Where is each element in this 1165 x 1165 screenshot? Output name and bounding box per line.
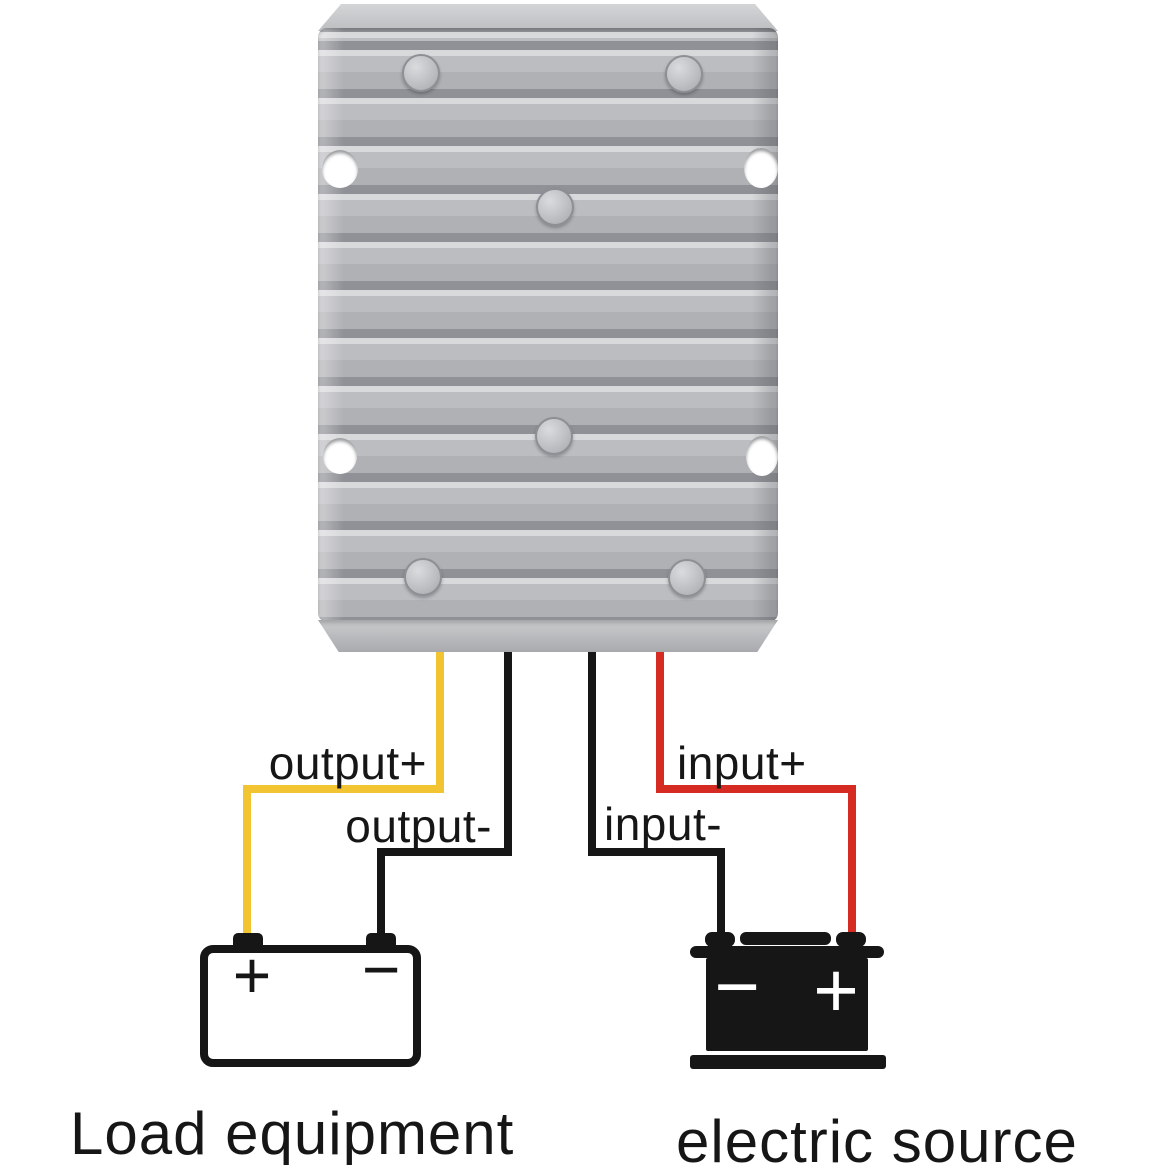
load-negative-terminal-cap	[366, 933, 396, 948]
output-plus-wire	[243, 644, 444, 940]
load-equipment-box	[200, 945, 421, 1067]
input-minus-wire	[588, 644, 725, 940]
source-top-terminal-bar	[740, 932, 831, 945]
source-negative-terminal-cap	[705, 932, 735, 947]
load-plus-symbol: +	[232, 938, 272, 1012]
load-equipment-caption: Load equipment	[70, 1100, 515, 1165]
battery-base-bar	[690, 1055, 886, 1069]
battery-top-bar	[690, 946, 884, 958]
battery-body	[706, 958, 868, 1051]
load-positive-terminal-cap	[233, 933, 263, 948]
input-minus-label: input-	[604, 798, 723, 850]
source-positive-terminal-cap	[836, 932, 866, 947]
input-plus-label: input+	[677, 737, 807, 789]
source-plus-symbol: +	[813, 946, 859, 1034]
output-minus-label: output-	[345, 800, 492, 852]
electric-source-caption: electric source	[676, 1108, 1078, 1165]
source-minus-symbol: −	[714, 942, 760, 1030]
output-plus-label: output+	[268, 737, 427, 789]
output-minus-wire	[377, 644, 512, 940]
load-minus-symbol: −	[361, 932, 401, 1006]
input-plus-wire	[656, 644, 856, 940]
